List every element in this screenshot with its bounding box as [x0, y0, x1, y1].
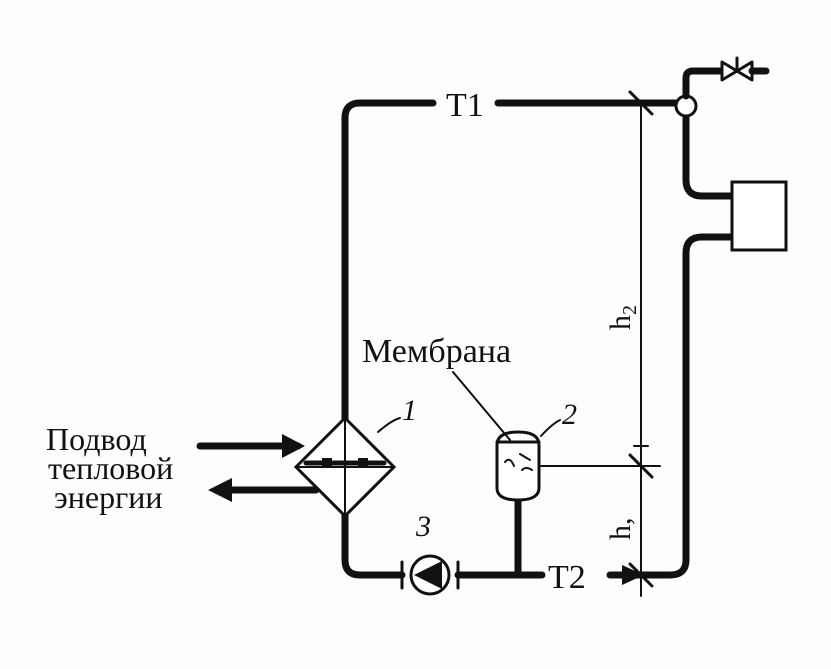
height-dimension-lines: [540, 90, 661, 597]
return-pipe-t2: [341, 508, 546, 579]
label-t1: T1: [446, 87, 484, 124]
label-component-1: 1: [402, 394, 417, 427]
shutoff-valve-icon: [720, 56, 770, 82]
label-component-2: 2: [562, 398, 577, 431]
membrane-leader: [452, 371, 511, 441]
label-heat-supply-3: энергии: [54, 479, 162, 515]
expansion-tank-icon: [495, 430, 541, 502]
heat-exchanger-icon: [293, 415, 397, 519]
heat-supply-out-arrow: [208, 478, 320, 502]
return-riser: [606, 233, 736, 579]
label-h2-subscript: 2: [619, 305, 641, 315]
label-h1: h,: [604, 518, 637, 541]
label-heat-supply-2: тепловой: [48, 450, 173, 486]
heat-supply-in-arrow: [196, 434, 305, 458]
exchanger-number-leader: [377, 417, 401, 433]
t2-flow-arrow: [622, 565, 644, 585]
vent-pipe: [682, 67, 724, 100]
label-h2-group: h2: [604, 305, 641, 330]
label-h2: h2: [604, 305, 641, 330]
supply-riser: [682, 114, 736, 200]
heat-consumer: [730, 180, 788, 252]
label-component-3: 3: [415, 510, 431, 543]
label-t2: T2: [548, 559, 586, 596]
label-h1-group: h,: [604, 518, 637, 541]
label-membrane: Мембрана: [362, 333, 511, 370]
pump-icon: [400, 554, 460, 596]
tank-number-leader: [540, 419, 561, 437]
supply-pipe-t1: [341, 99, 680, 424]
label-heat-supply-1: Подвод: [46, 421, 147, 457]
